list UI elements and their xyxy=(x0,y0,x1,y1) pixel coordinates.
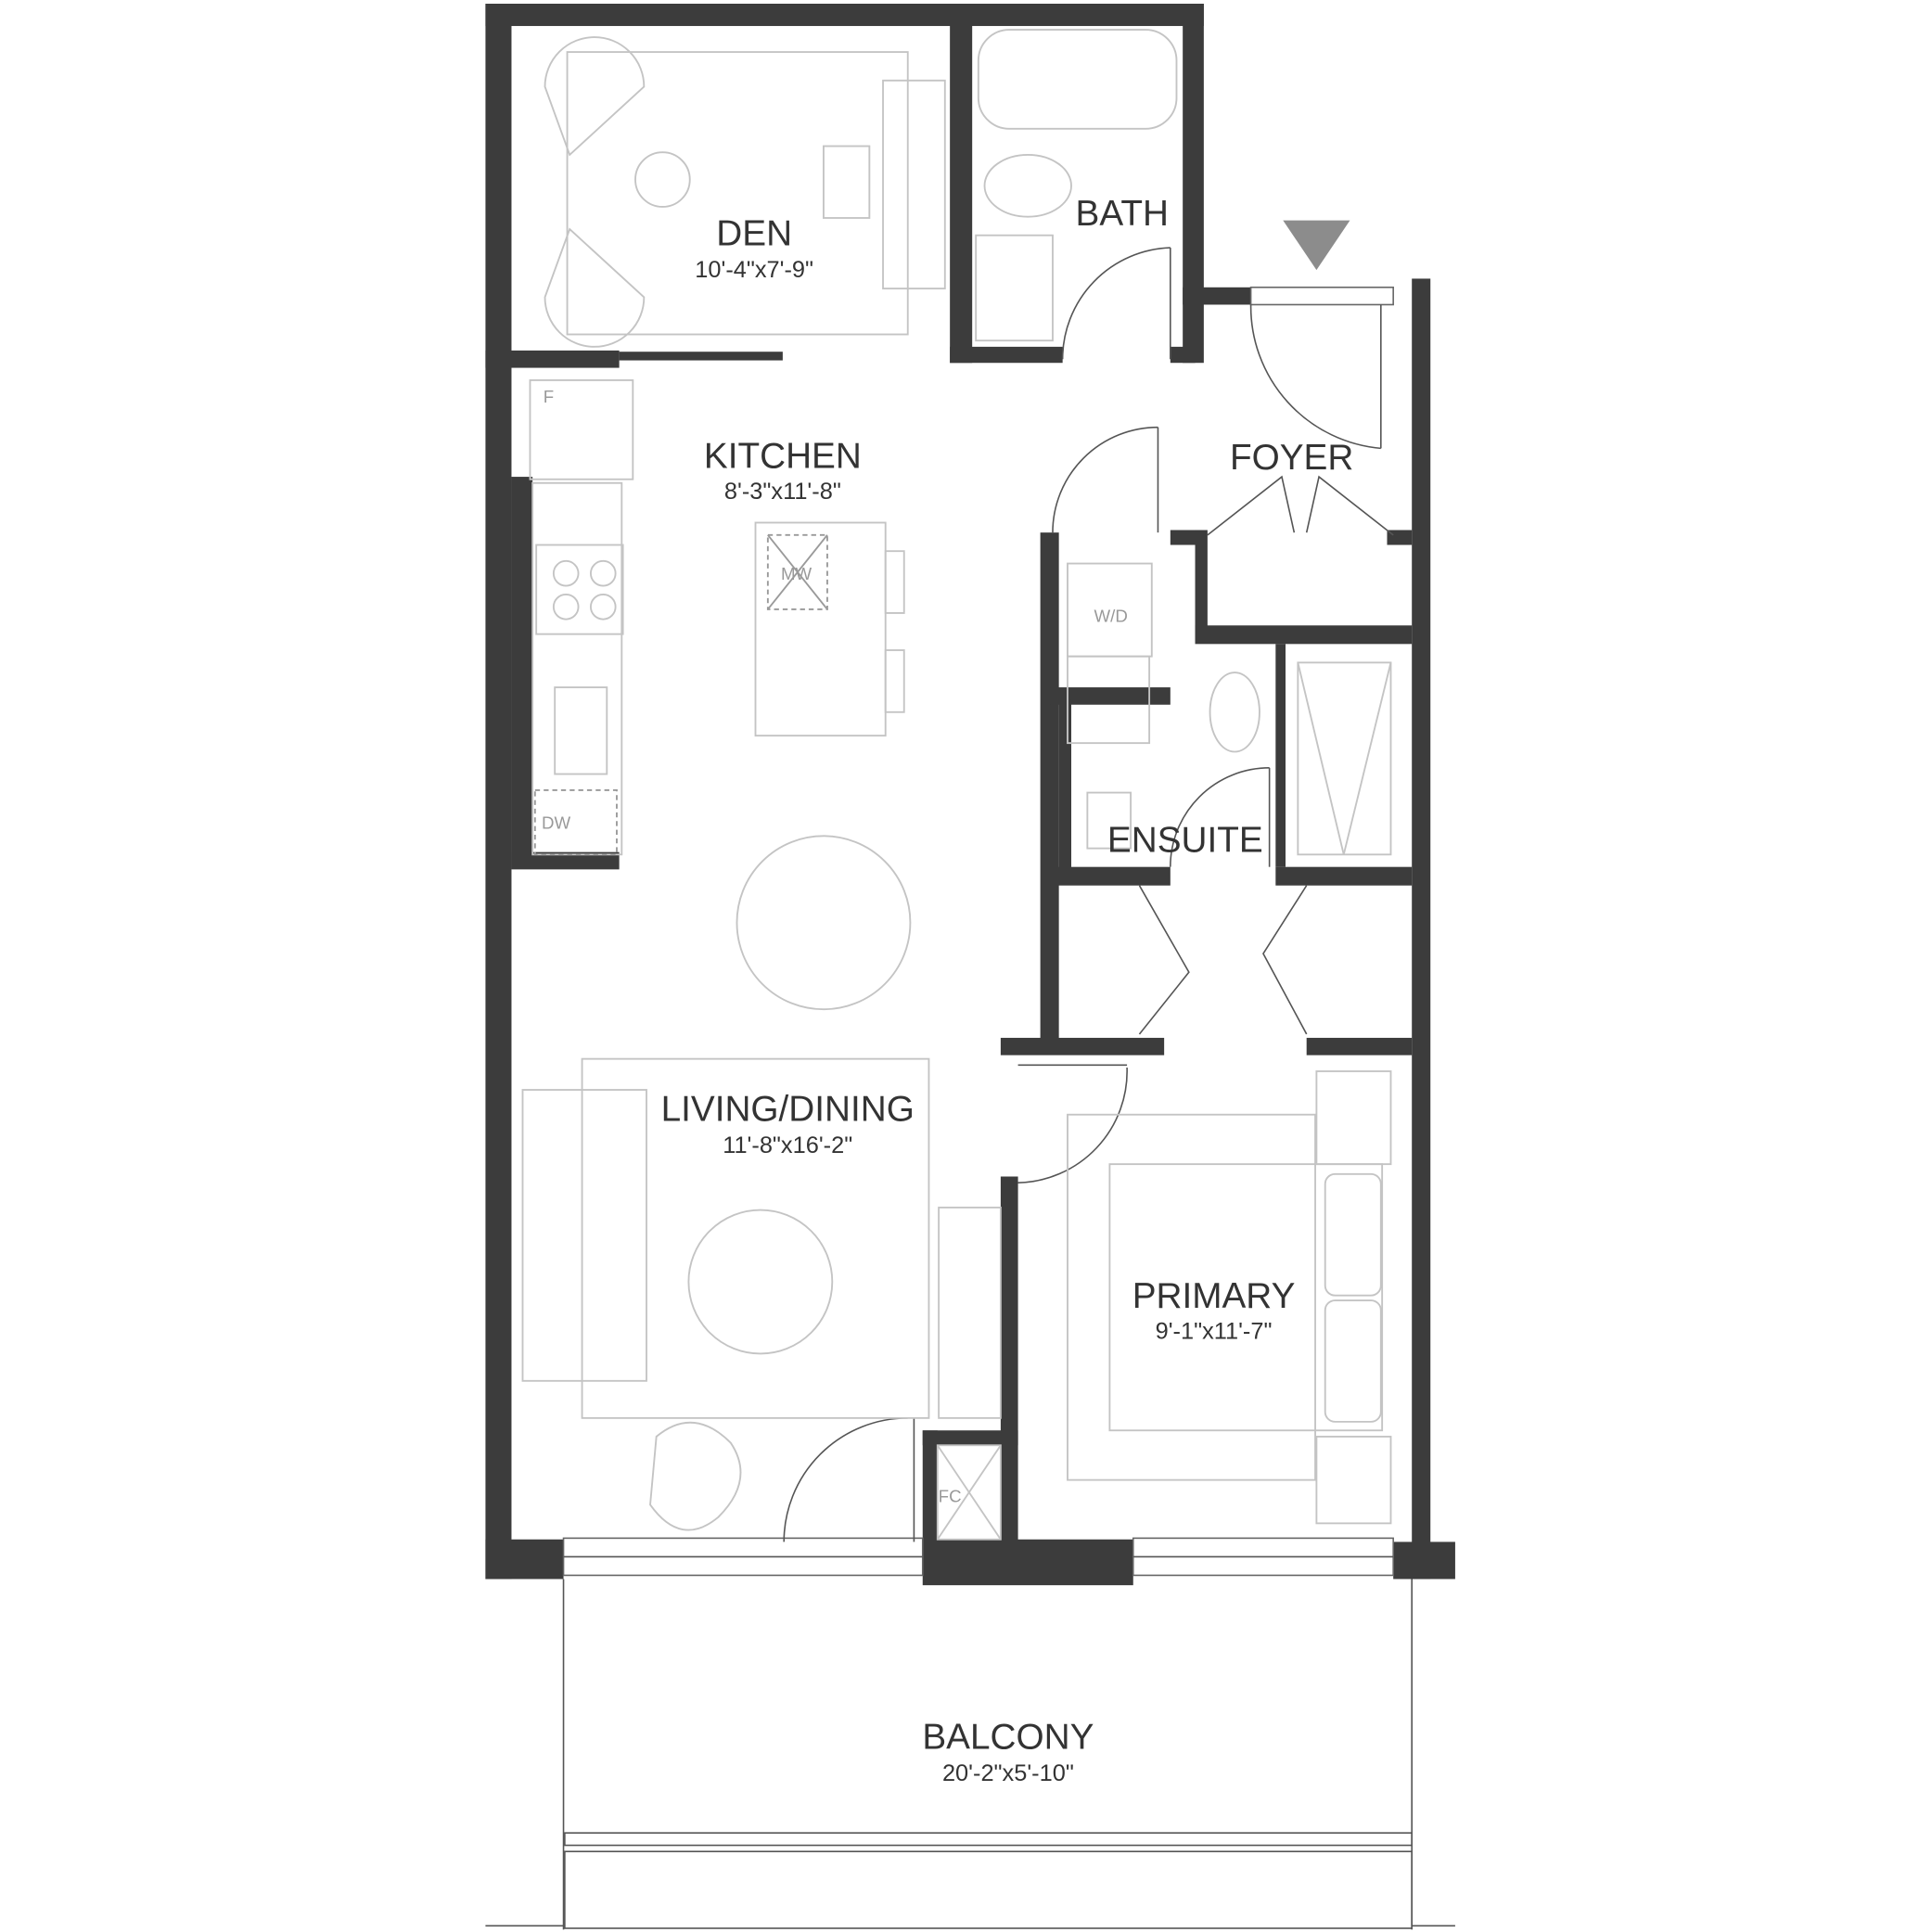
room-label-balcony: BALCONY xyxy=(922,1717,1094,1757)
room-label-bath: BATH xyxy=(1076,194,1169,234)
room-label-foyer: FOYER xyxy=(1230,438,1353,478)
room-label-ensuite: ENSUITE xyxy=(1107,821,1263,861)
fan-coil-label: FC xyxy=(939,1487,962,1506)
room-label-living-dining: LIVING/DINING xyxy=(661,1089,915,1129)
room-dims-balcony: 20'-2"x5'-10" xyxy=(942,1760,1074,1786)
furniture xyxy=(521,29,1392,1541)
windows xyxy=(562,286,1394,1577)
microwave-label: MW xyxy=(781,564,812,583)
room-dims-kitchen: 8'-3"x11'-8" xyxy=(724,479,841,505)
room-dims-primary: 9'-1"x11'-7" xyxy=(1156,1318,1273,1344)
room-label-den: DEN xyxy=(716,213,792,253)
doors xyxy=(783,247,1394,1542)
room-label-primary: PRIMARY xyxy=(1132,1276,1296,1316)
washer-dryer-label: W/D xyxy=(1094,606,1128,625)
room-dims-den: 10'-4"x7'-9" xyxy=(695,257,813,283)
entry-arrow-icon xyxy=(1283,220,1350,271)
fridge-label: F xyxy=(544,387,554,406)
room-label-kitchen: KITCHEN xyxy=(704,437,862,477)
walls xyxy=(485,4,1455,1586)
balcony-outline xyxy=(485,1579,1455,1930)
room-dims-living-dining: 11'-8"x16'-2" xyxy=(723,1132,852,1158)
dishwasher-label: DW xyxy=(542,812,570,832)
